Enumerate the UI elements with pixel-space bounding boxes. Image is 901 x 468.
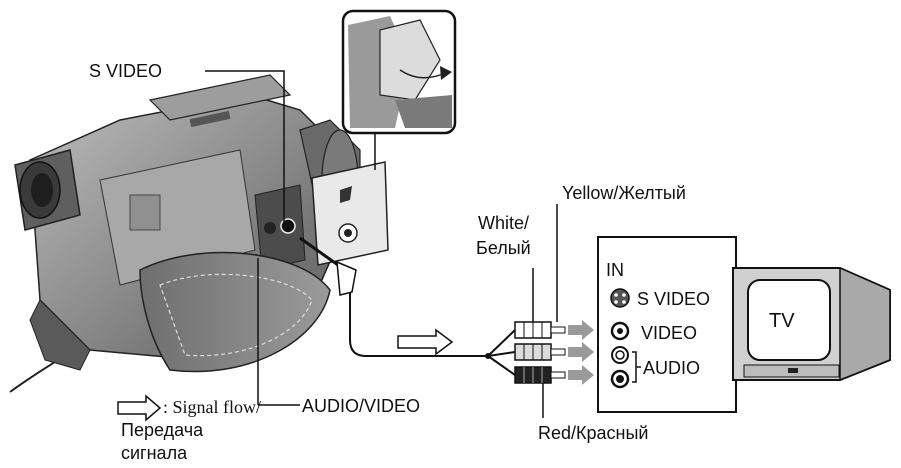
tv-video-label: VIDEO — [641, 323, 698, 343]
s-video-label: S VIDEO — [89, 61, 163, 81]
cable-plug-icon — [299, 204, 566, 418]
legend-signal-flow: : Signal flow/ — [163, 397, 261, 417]
white-cable-label-line2: Белый — [476, 238, 531, 258]
legend-signal-flow-ru-2: сигнала — [121, 443, 188, 463]
audio-video-label: AUDIO/VIDEO — [302, 396, 421, 416]
tv-in-label: IN — [606, 260, 624, 280]
yellow-cable-label: Yellow/Желтый — [562, 183, 686, 203]
legend-signal-flow-ru-1: Передача — [121, 420, 204, 440]
tv-audio-label: AUDIO — [643, 358, 701, 378]
red-cable-label: Red/Красный — [538, 423, 649, 443]
legend-arrow-icon — [117, 394, 162, 422]
camcorder-illustration — [9, 74, 389, 393]
signal-flow-arrow-icon — [397, 328, 454, 356]
tv-screen-label: TV — [769, 310, 795, 332]
jack-cover-inset — [341, 9, 457, 170]
tv-illustration — [732, 266, 891, 382]
leader-lines — [205, 70, 300, 406]
tv-s-video-label: S VIDEO — [637, 289, 711, 309]
tv-input-panel — [597, 236, 737, 413]
white-cable-label-line1: White/ — [478, 213, 530, 233]
signal-flow-arrows — [568, 320, 594, 385]
